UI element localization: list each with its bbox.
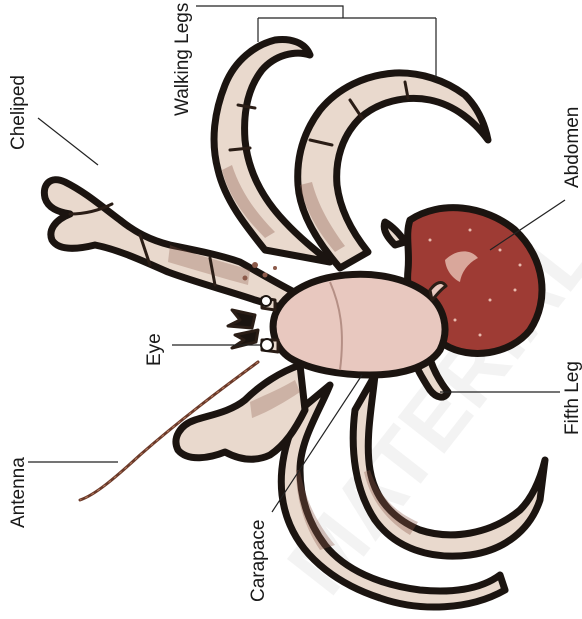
antenna-label: Antenna (8, 457, 29, 528)
eye-label: Eye (144, 333, 165, 366)
fifth-leg-label: Fifth Leg (562, 361, 582, 435)
mouthparts (228, 310, 258, 348)
small-cheliped (176, 365, 305, 459)
carapace-label: Carapace (248, 520, 269, 602)
walking-legs-label: Walking Legs (172, 3, 193, 116)
cheliped-label: Cheliped (8, 75, 29, 150)
cheliped-leader (38, 118, 98, 165)
abdomen-label: Abdomen (562, 107, 582, 188)
carapace-shape (273, 274, 446, 375)
crab-illustration (44, 40, 545, 608)
